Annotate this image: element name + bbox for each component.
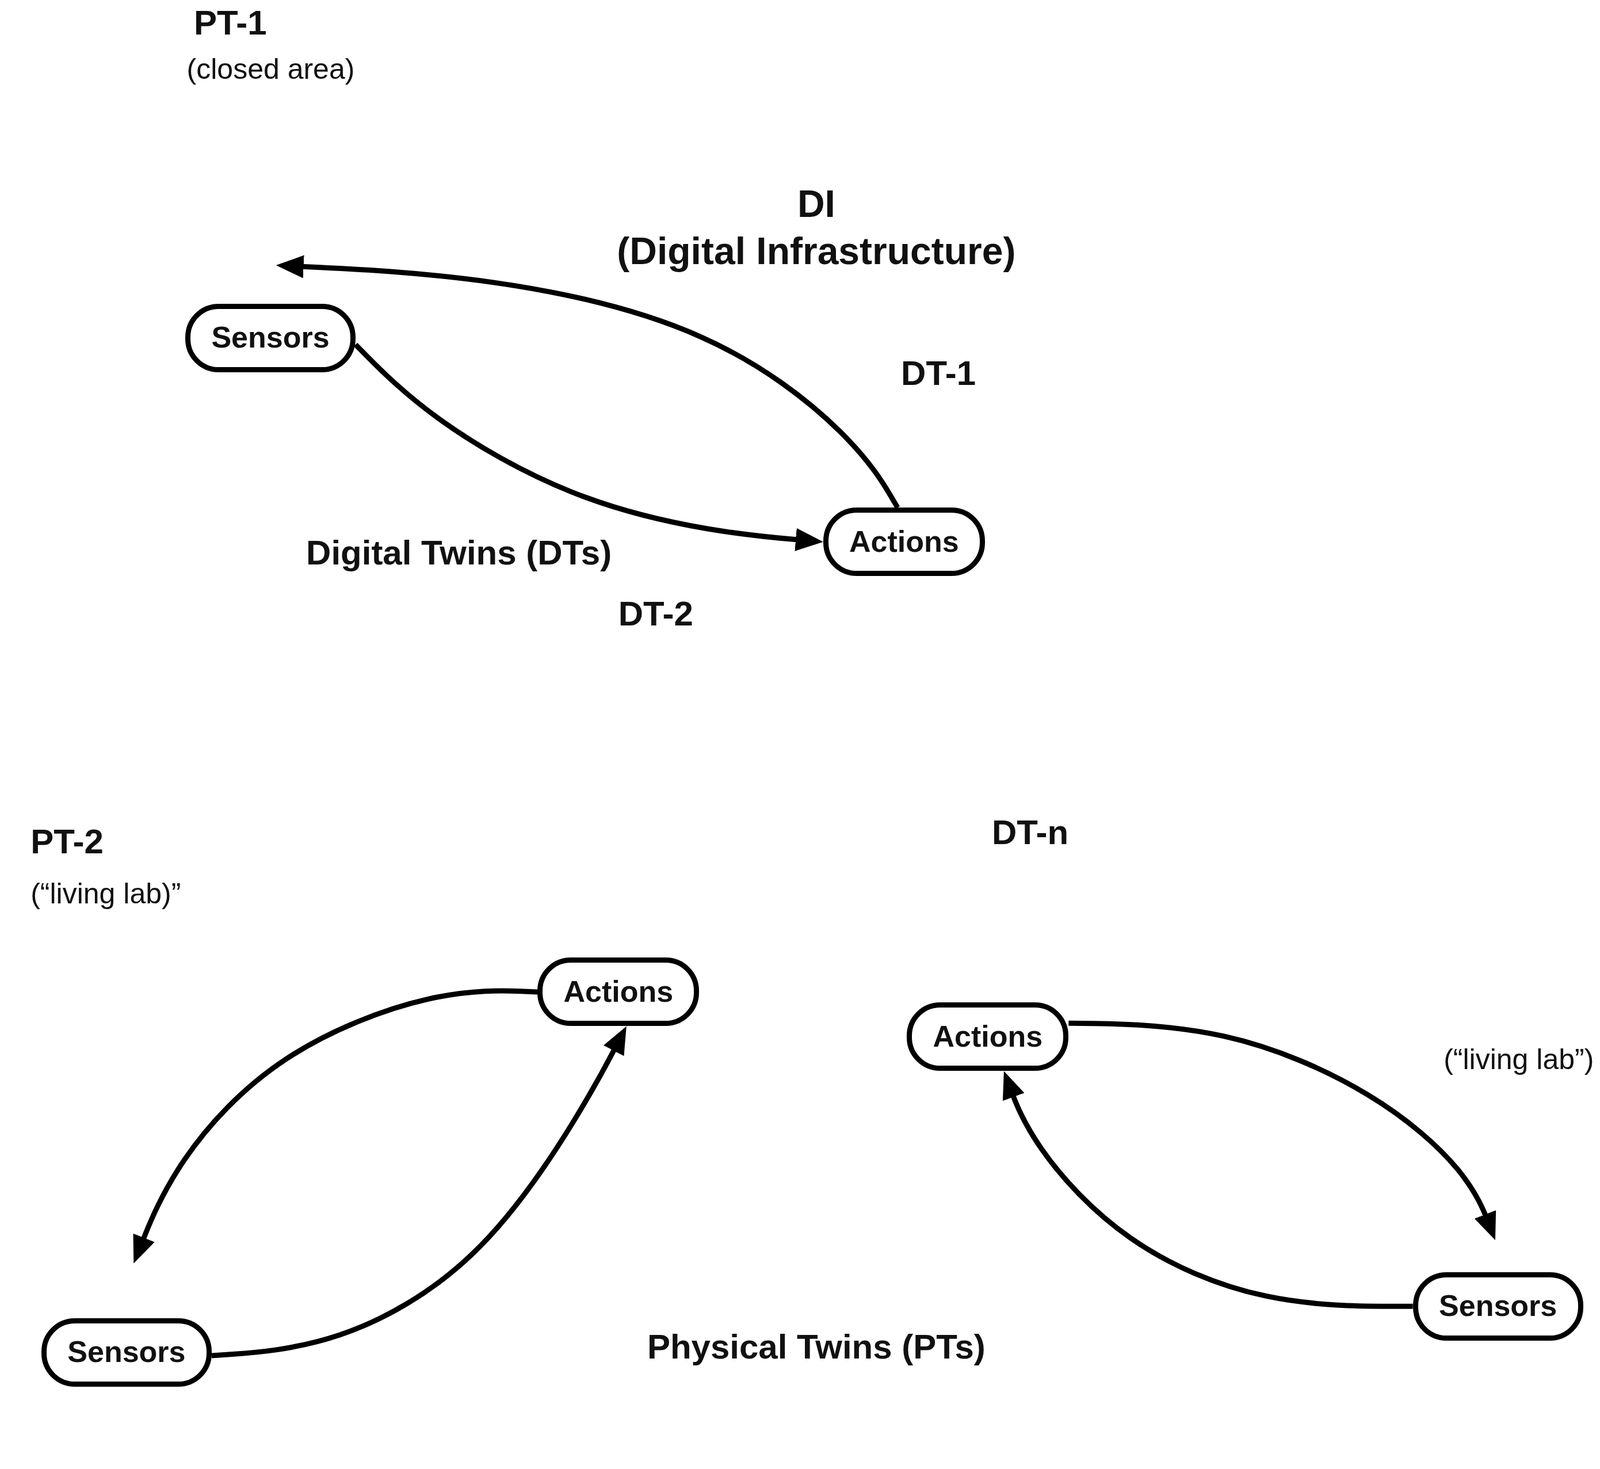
twin-heading: (“living lab”)	[1443, 1043, 1594, 1077]
twin-heading: (closed area)	[186, 52, 355, 87]
physical-twin-area: (“living lab”)Sensors	[1420, 1083, 1587, 1417]
flow-arrow	[286, 265, 898, 508]
terrain-half-disc	[1420, 1083, 1587, 1417]
flow-arrow	[1068, 1022, 1492, 1231]
terrain-half-disc	[437, 565, 752, 1195]
circle-outline	[262, 166, 1370, 1273]
circle-heading: (Digital Infrastructure)	[616, 229, 1016, 274]
twin-heading: (“living lab)”	[30, 877, 181, 911]
digital-twin-area: DT-1Actions	[795, 352, 1000, 761]
physical-twin-area: PT-1(closed area)Sensors	[188, 71, 383, 460]
text-holder: (“living lab”)	[1443, 1043, 1594, 1077]
text-holder: PT-2	[30, 821, 104, 862]
circle-heading: DI	[797, 182, 836, 227]
actions-box: Actions	[537, 957, 700, 1026]
box-label: Actions	[932, 1019, 1043, 1055]
twin-heading: DT-2	[618, 593, 694, 634]
box-label: Sensors	[1438, 1288, 1557, 1324]
twin-heading: DT-n	[991, 812, 1069, 853]
digital-twin-area: DT-2Actions	[437, 565, 752, 1195]
box-label: Actions	[563, 974, 674, 1010]
terrain-half-disc	[894, 804, 1082, 1179]
flow-arrow	[1007, 1080, 1413, 1307]
text-holder: Digital Twins (DTs)	[306, 532, 612, 573]
text-holder: DT-n	[991, 812, 1069, 853]
text-holder: (“living lab)”	[30, 877, 181, 911]
terrain-half-disc	[188, 71, 383, 460]
box-label: Sensors	[67, 1334, 186, 1370]
terrain-half-disc	[795, 352, 1000, 761]
flow-arrow	[355, 344, 813, 541]
circle-heading: Digital Twins (DTs)	[306, 532, 612, 573]
infrastructure-circle: DI(Digital Infrastructure) Digital Twins …	[260, 163, 1373, 1276]
twin-heading: DT-1	[900, 353, 976, 393]
terrain-half-disc	[188, 71, 383, 460]
sensors-box: Sensors	[41, 1318, 212, 1387]
text-holder: DI	[797, 182, 836, 227]
circle-outline	[260, 163, 1373, 1276]
text-holder: PT-1	[193, 2, 267, 43]
flow-arrow	[211, 1035, 622, 1356]
text-holder: (closed area)	[186, 52, 355, 87]
physical-twin-area: PT-2(“living lab)”Sensors	[15, 908, 312, 1469]
terrain-half-disc	[437, 565, 752, 1195]
text-holder: (Digital Infrastructure)	[616, 229, 1016, 274]
text-holder: DT-2	[618, 593, 694, 634]
twin-heading: PT-1	[193, 2, 267, 43]
sensors-box: Sensors	[1413, 1272, 1584, 1341]
twin-heading: PT-2	[30, 821, 104, 862]
actions-box: Actions	[823, 507, 985, 576]
digital-twin-area: DT-nActions	[894, 804, 1082, 1179]
text-holder: DT-1	[900, 353, 976, 393]
sensors-box: Sensors	[185, 303, 356, 373]
flow-arrow	[137, 990, 538, 1254]
actions-box: Actions	[906, 1002, 1069, 1071]
text-holder: Physical Twins (PTs)	[647, 1326, 986, 1367]
box-label: Actions	[849, 524, 960, 560]
terrain-half-disc	[1420, 1083, 1587, 1417]
section-label: Physical Twins (PTs)	[647, 1326, 986, 1367]
connector-group	[137, 265, 1492, 1356]
terrain-half-disc	[15, 908, 312, 1469]
box-label: Sensors	[211, 320, 330, 355]
terrain-half-disc	[894, 804, 1082, 1179]
